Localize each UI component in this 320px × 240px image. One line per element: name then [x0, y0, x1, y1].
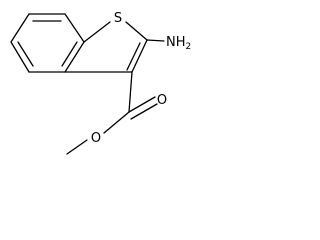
bond-carbonyl-double-1	[128, 96, 156, 113]
bond-benzene-inner-2	[17, 41, 34, 67]
amino-nh: NH	[166, 35, 186, 50]
atom-label-amino: NH2	[166, 35, 191, 52]
bond-benzene-6	[10, 13, 30, 43]
bond-benzene-5	[10, 41, 30, 73]
bond-c3-carbonyl	[128, 71, 133, 113]
bond-c7a-s	[83, 21, 111, 43]
ester-group	[66, 71, 158, 155]
bond-c2-c3	[131, 39, 148, 73]
bond-oester-methyl	[66, 139, 88, 155]
bond-carbonyl-oester	[103, 111, 130, 134]
bond-benzene-2	[64, 13, 85, 43]
bond-benzene-inner-3	[61, 41, 78, 67]
atom-label-carbonyl-oxygen: O	[157, 93, 167, 108]
atom-label-sulfur: S	[114, 11, 122, 26]
benzene-ring	[10, 13, 85, 73]
bond-s-c2	[125, 21, 148, 41]
chemical-structure-diagram: S NH2 O O	[10, 11, 191, 155]
amino-subscript: 2	[186, 42, 192, 52]
thiophene-ring	[64, 21, 148, 73]
bond-carbonyl-double-2	[130, 103, 158, 120]
atom-label-ester-oxygen: O	[91, 131, 101, 146]
bond-c2-c3-double	[126, 42, 141, 71]
bond-benzene-3	[64, 41, 85, 73]
bond-c2-n	[146, 39, 165, 42]
